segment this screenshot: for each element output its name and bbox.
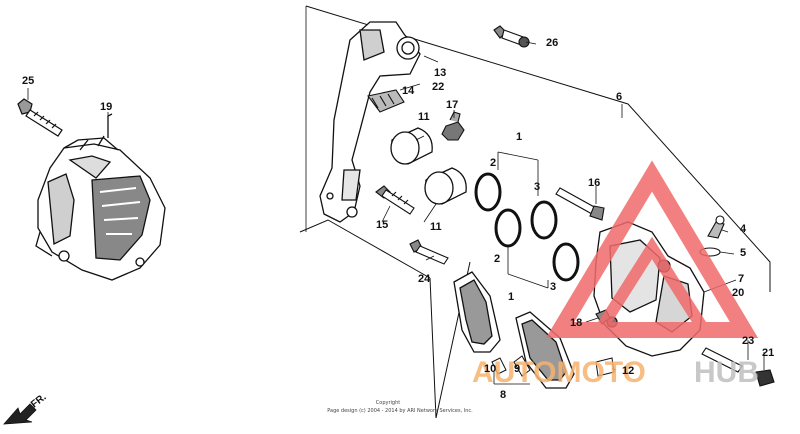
callout-9: 9 bbox=[514, 363, 520, 375]
watermark-text-hub: HUB bbox=[694, 356, 759, 389]
watermark-logo: AUTOMOTO HUB bbox=[472, 160, 759, 389]
callout-10: 10 bbox=[484, 363, 496, 375]
piston-11-lower[interactable] bbox=[424, 167, 467, 205]
copyright-line-2: Page design (c) 2004 - 2014 by ARI Netwo… bbox=[327, 408, 473, 414]
boot-14[interactable] bbox=[367, 89, 405, 113]
cap-17[interactable] bbox=[441, 111, 465, 141]
watermark-text-main: AUTOMOTO bbox=[472, 356, 646, 389]
clip-12[interactable] bbox=[595, 357, 615, 377]
callout-20: 20 bbox=[732, 287, 744, 299]
callout-8: 8 bbox=[500, 389, 506, 401]
callout-11-lower: 11 bbox=[430, 221, 442, 233]
callout-26: 26 bbox=[546, 37, 558, 49]
brake-pad-right[interactable] bbox=[515, 311, 575, 389]
nut-21[interactable] bbox=[755, 369, 775, 387]
seal-3-upper[interactable] bbox=[530, 200, 558, 240]
copyright-notice: Copyright Page design (c) 2004 - 2014 by… bbox=[327, 400, 473, 414]
callout-15: 15 bbox=[376, 219, 388, 231]
bolt-25[interactable] bbox=[17, 98, 63, 137]
callout-18: 18 bbox=[570, 317, 582, 329]
seal-3-lower[interactable] bbox=[552, 242, 580, 282]
callout-17: 17 bbox=[446, 99, 458, 111]
callout-3-upper: 3 bbox=[534, 181, 540, 193]
callout-5: 5 bbox=[740, 247, 746, 259]
callout-numbers: 25 19 26 13 22 14 17 11 1 2 3 16 6 15 11… bbox=[22, 37, 774, 401]
callout-13: 13 bbox=[434, 67, 446, 79]
exploded-view-boundary bbox=[299, 5, 771, 419]
clip-9[interactable] bbox=[513, 355, 531, 377]
bleeder-valve-4[interactable] bbox=[707, 215, 725, 239]
clip-10[interactable] bbox=[491, 357, 507, 375]
callout-16: 16 bbox=[588, 177, 600, 189]
copyright-line-1: Copyright bbox=[376, 400, 400, 406]
callout-2-lower: 2 bbox=[494, 253, 500, 265]
callout-19: 19 bbox=[100, 101, 112, 113]
callout-1-upper: 1 bbox=[516, 131, 522, 143]
callout-6: 6 bbox=[616, 91, 622, 103]
pin-23[interactable] bbox=[701, 347, 743, 373]
callout-24: 24 bbox=[418, 273, 431, 285]
bolt-26[interactable] bbox=[493, 25, 530, 48]
brake-pad-left[interactable] bbox=[453, 271, 501, 353]
seal-2-upper[interactable] bbox=[474, 172, 502, 212]
callout-1-lower: 1 bbox=[508, 291, 514, 303]
piston-11-upper[interactable] bbox=[390, 127, 433, 165]
bolt-24[interactable] bbox=[409, 239, 449, 265]
callout-7: 7 bbox=[738, 273, 744, 285]
pin-16[interactable] bbox=[555, 187, 605, 221]
caliper-bracket-13[interactable] bbox=[319, 21, 421, 223]
callout-3-lower: 3 bbox=[550, 281, 556, 293]
callout-11-upper: 11 bbox=[418, 111, 430, 123]
seal-2-lower[interactable] bbox=[494, 208, 522, 248]
callout-14: 14 bbox=[402, 85, 415, 97]
caliper-assembly-19[interactable] bbox=[35, 113, 166, 281]
callout-12: 12 bbox=[622, 365, 634, 377]
callout-22: 22 bbox=[432, 81, 444, 93]
front-direction-arrow: FR. bbox=[3, 392, 49, 425]
callout-23: 23 bbox=[742, 335, 754, 347]
callout-25: 25 bbox=[22, 75, 34, 87]
callout-21: 21 bbox=[762, 347, 774, 359]
callout-4: 4 bbox=[740, 223, 747, 235]
pin-15[interactable] bbox=[375, 185, 415, 215]
callout-2-upper: 2 bbox=[490, 157, 496, 169]
